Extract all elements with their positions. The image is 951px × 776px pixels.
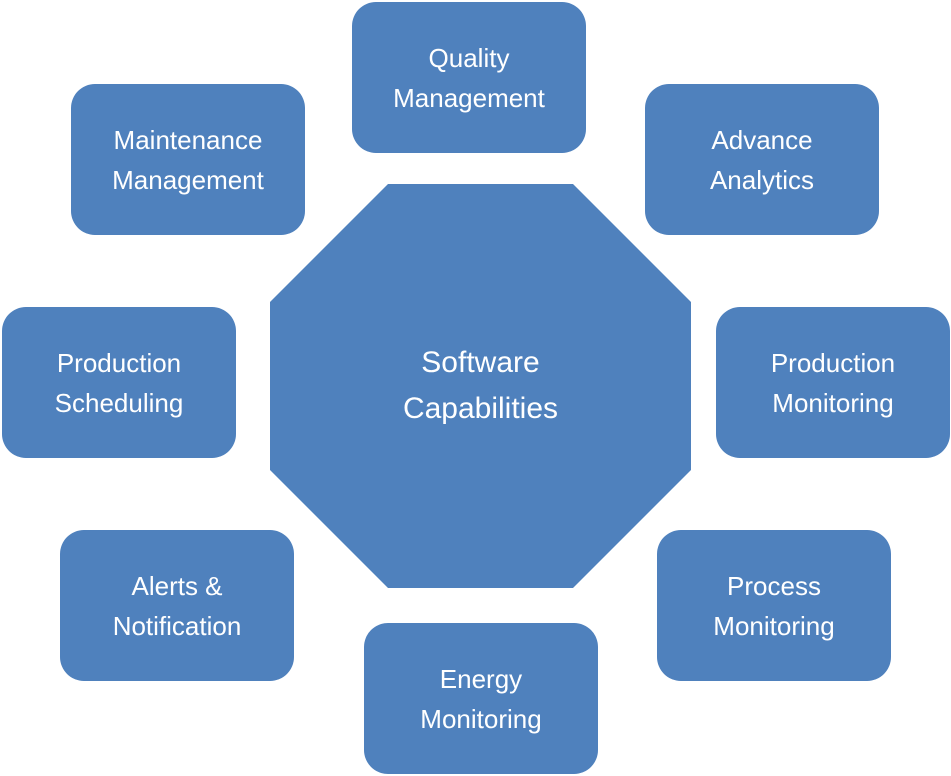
- capability-label: Advance: [711, 124, 813, 155]
- capability-quality-management: Quality Management: [352, 2, 586, 153]
- capability-label: Production: [56, 347, 182, 378]
- capability-label: Monitoring: [420, 703, 542, 734]
- capability-label: Management: [112, 164, 264, 195]
- capability-label: Management: [393, 82, 545, 113]
- capability-label: Production: [770, 347, 896, 378]
- capability-label: Notification: [112, 610, 242, 641]
- capability-label: Energy: [439, 663, 523, 694]
- center-label-line2: Capabilities: [402, 392, 559, 425]
- capability-production-monitoring: Production Monitoring: [716, 307, 950, 458]
- capability-label: Monitoring: [713, 610, 835, 641]
- capability-energy-monitoring: Energy Monitoring: [364, 623, 598, 774]
- capability-label: Analytics: [709, 164, 815, 195]
- capability-advance-analytics: Advance Analytics: [645, 84, 879, 235]
- capability-alerts-notification: Alerts & Notification: [60, 530, 294, 681]
- center-label: Software Capabilities: [270, 184, 691, 588]
- capability-label: Process: [727, 570, 821, 601]
- capability-maintenance-management: Maintenance Management: [71, 84, 305, 235]
- capability-process-monitoring: Process Monitoring: [657, 530, 891, 681]
- capability-label: Scheduling: [54, 387, 184, 418]
- capability-label: Monitoring: [772, 387, 894, 418]
- capability-label: Quality: [428, 42, 510, 73]
- capability-production-scheduling: Production Scheduling: [2, 307, 236, 458]
- capability-label: Maintenance: [113, 124, 263, 155]
- capability-label: Alerts &: [131, 570, 223, 601]
- center-label-line1: Software: [421, 346, 540, 379]
